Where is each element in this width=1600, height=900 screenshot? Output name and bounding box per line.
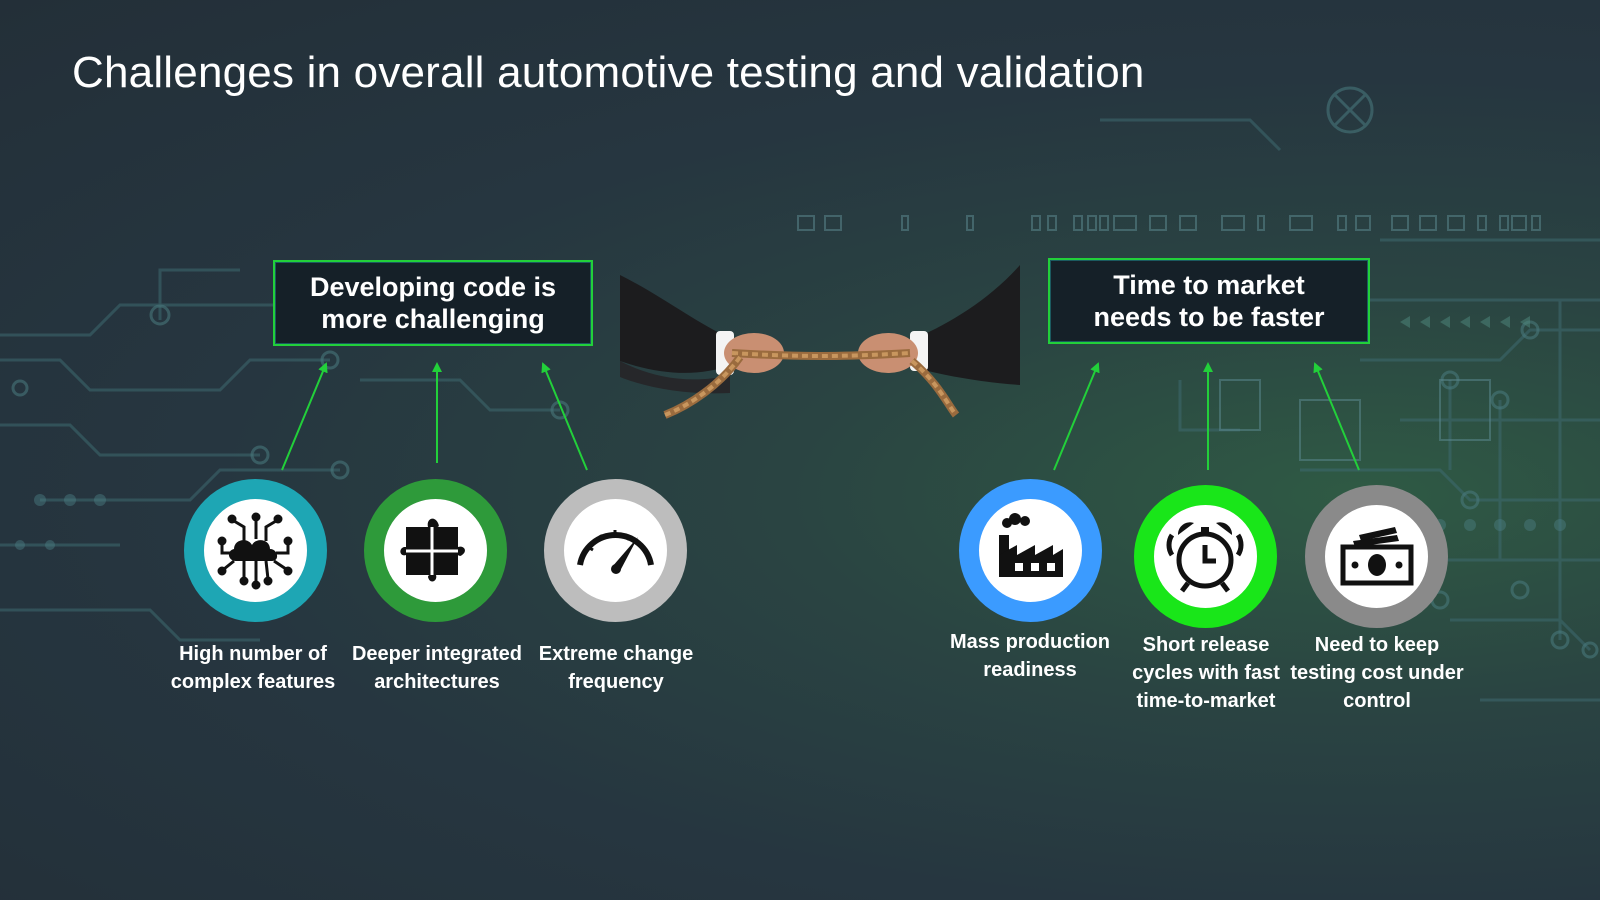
arrow-1 — [281, 362, 328, 471]
circle-short-release — [1134, 485, 1277, 628]
label-mass-production: Mass production readiness — [949, 631, 1110, 681]
label-testing-cost: Need to keep testing cost under control — [1290, 634, 1464, 712]
heading-text: Developing code is more challenging — [309, 272, 557, 334]
circle-deeper-architectures — [364, 479, 507, 622]
alarm-clock-icon — [1166, 522, 1244, 593]
heading-time-to-market: Time to market needs to be faster — [1048, 258, 1370, 344]
circle-high-number-features — [184, 479, 327, 622]
arrow-3 — [541, 362, 588, 471]
arrow-6 — [1313, 362, 1360, 471]
circle-testing-cost — [1305, 485, 1448, 628]
label-extreme-change: Extreme change frequency — [538, 643, 694, 693]
money-icon — [1340, 527, 1414, 586]
factory-icon — [999, 513, 1063, 577]
label-deeper-architectures: Deeper integrated architectures — [351, 643, 523, 693]
heading-text: Time to market needs to be faster — [1093, 270, 1325, 332]
puzzle-icon — [400, 518, 465, 582]
heading-developing-code: Developing code is more challenging — [273, 260, 593, 346]
cloud-network-icon — [217, 512, 293, 590]
label-high-number-features: High number of complex features — [170, 643, 336, 693]
circle-mass-production — [959, 479, 1102, 622]
speedometer-icon — [577, 530, 654, 574]
page-title: Challenges in overall automotive testing… — [72, 48, 1145, 97]
tug-of-war-hands-icon — [620, 265, 1020, 419]
label-short-release: Short release cycles with fast time-to-m… — [1132, 634, 1280, 712]
circle-extreme-change — [544, 479, 687, 622]
arrow-4 — [1053, 362, 1100, 471]
